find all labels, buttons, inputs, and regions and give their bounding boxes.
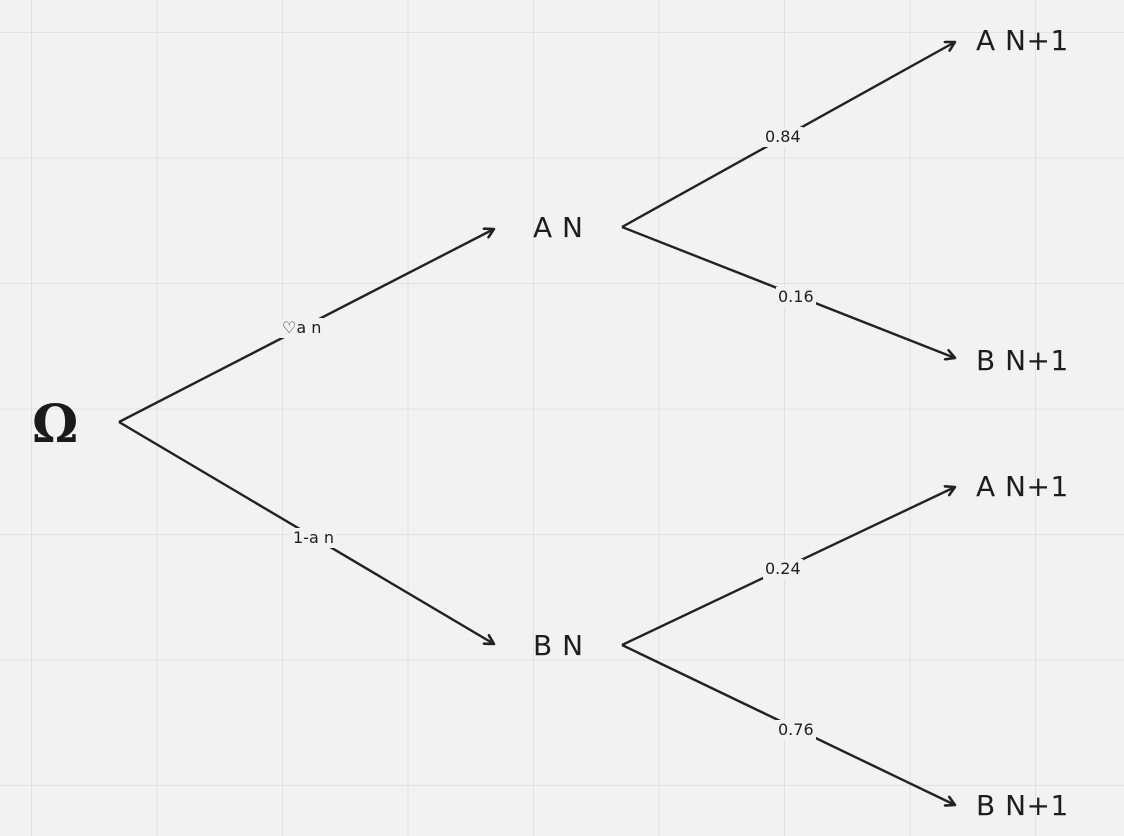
node-a-n-plus-1-upper: A N+1 xyxy=(976,24,1069,57)
node-b-n: B N xyxy=(533,629,584,662)
edge-label-a-n-probability: ♡a n xyxy=(280,318,324,338)
edge-label-a-to-b-probability: 0.16 xyxy=(776,287,816,307)
edge-label-b-to-b-probability: 0.76 xyxy=(776,720,816,740)
root-node-omega: Ω xyxy=(32,394,79,455)
edge-label-b-to-a-probability: 0.24 xyxy=(763,559,803,579)
node-a-n: A N xyxy=(533,211,584,244)
node-a-n-plus-1-lower: A N+1 xyxy=(976,470,1069,503)
edge-label-a-to-a-probability: 0.84 xyxy=(763,127,803,147)
node-b-n-plus-1-upper: B N+1 xyxy=(976,344,1069,377)
node-b-n-plus-1-lower: B N+1 xyxy=(976,789,1069,822)
edge-label-b-n-probability: 1-a n xyxy=(291,528,336,548)
